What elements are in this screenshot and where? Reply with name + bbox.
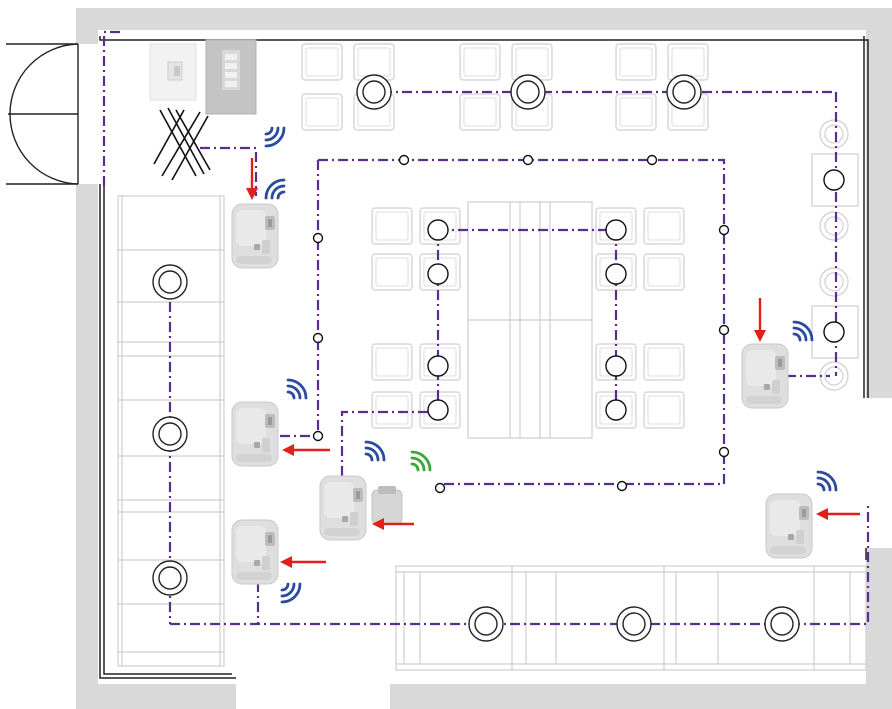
circuit-nodes [312, 154, 730, 494]
small-plug-adapter-icon [371, 486, 403, 525]
left-shelving [117, 195, 225, 667]
window-shade-icon [153, 107, 211, 181]
wall-switch-icon [149, 43, 197, 101]
pendant-light-icon [427, 169, 845, 421]
keypad-icon [205, 39, 257, 115]
building-walls [76, 8, 892, 709]
conference-table [467, 201, 593, 439]
center-seating [371, 207, 685, 429]
wireless-signal-green-icon [410, 450, 432, 472]
circuit-wiring [102, 30, 870, 626]
bottom-counter [395, 565, 867, 671]
double-door-icon [6, 43, 79, 185]
plug-in-arrow-icon [246, 158, 860, 568]
interior-wall-lines [99, 36, 869, 679]
